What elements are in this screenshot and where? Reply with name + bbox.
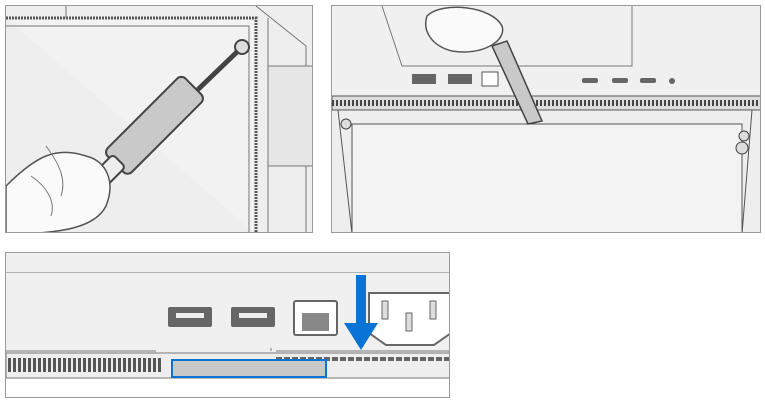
step-panel-screwdriver: [5, 5, 313, 233]
usb-port-icon: [448, 74, 472, 84]
step-panel-pry-tool: [331, 5, 761, 233]
hand-icon: [6, 151, 111, 232]
screwdriver-illustration: [6, 6, 312, 232]
ethernet-port-icon: [481, 71, 499, 87]
hand-icon: [425, 6, 504, 53]
pry-tool-illustration: [332, 6, 760, 232]
pry-tool-icon: [490, 40, 544, 125]
highlighted-connector: [171, 359, 327, 378]
step-panel-detail: [5, 252, 450, 398]
screw-icon: [234, 39, 250, 55]
detail-illustration: [6, 253, 449, 397]
arrow-down-icon: [344, 275, 378, 350]
usb-port-icon: [412, 74, 436, 84]
